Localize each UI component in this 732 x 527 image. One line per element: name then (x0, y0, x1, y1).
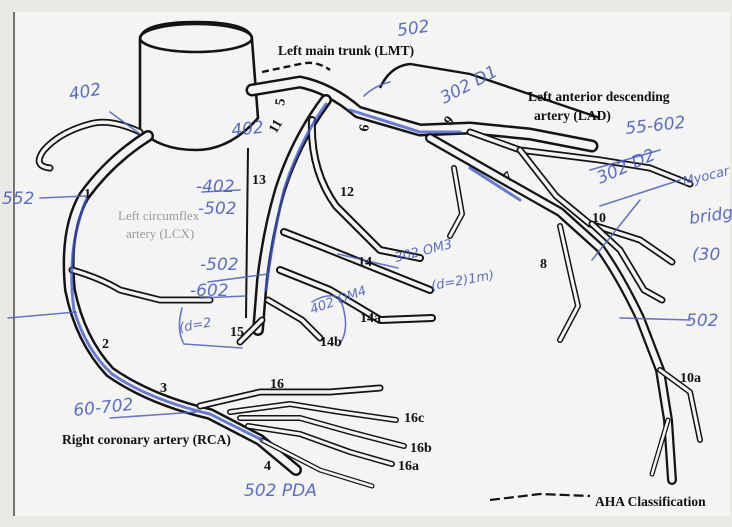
segment-14b: 14b (320, 335, 342, 350)
note-602: -602 (190, 281, 229, 301)
note-402-seg11: 402 (230, 118, 264, 141)
segment-2: 2 (102, 337, 109, 352)
segment-8: 8 (540, 257, 547, 272)
note-402-seg13: -402 (196, 177, 235, 197)
segment-1: 1 (84, 187, 91, 202)
segment-3: 3 (160, 381, 167, 396)
segment-14a: 14a (360, 311, 381, 326)
segment-13: 13 (252, 173, 266, 188)
note-502-right: 502 (686, 311, 718, 331)
note-30: (30 (692, 245, 720, 265)
label-aha-classification: AHA Classification (595, 494, 706, 509)
note-502-seg13: -502 (198, 199, 237, 219)
label-lcx-line1: Left circumflex (118, 208, 200, 223)
segment-14: 14 (358, 255, 372, 270)
segment-10: 10 (592, 211, 606, 226)
label-lcx-line2: artery (LCX) (126, 226, 194, 241)
segment-10a: 10a (680, 371, 701, 386)
segment-16c: 16c (404, 411, 424, 426)
note-502-seg14: -502 (200, 255, 239, 275)
segment-16b: 16b (410, 441, 432, 456)
segment-16a: 16a (398, 459, 419, 474)
note-502-pda: 502 PDA (244, 481, 317, 501)
label-lad-line1: Left anterior descending (528, 89, 670, 104)
label-lmt: Left main trunk (LMT) (278, 43, 414, 58)
segment-12: 12 (340, 185, 354, 200)
segment-15: 15 (230, 325, 244, 340)
label-rca: Right coronary artery (RCA) (62, 432, 231, 447)
label-lad-line2: artery (LAD) (534, 108, 611, 123)
segment-16: 16 (270, 377, 284, 392)
note-552: 552 (2, 189, 34, 209)
segment-4: 4 (264, 459, 271, 474)
